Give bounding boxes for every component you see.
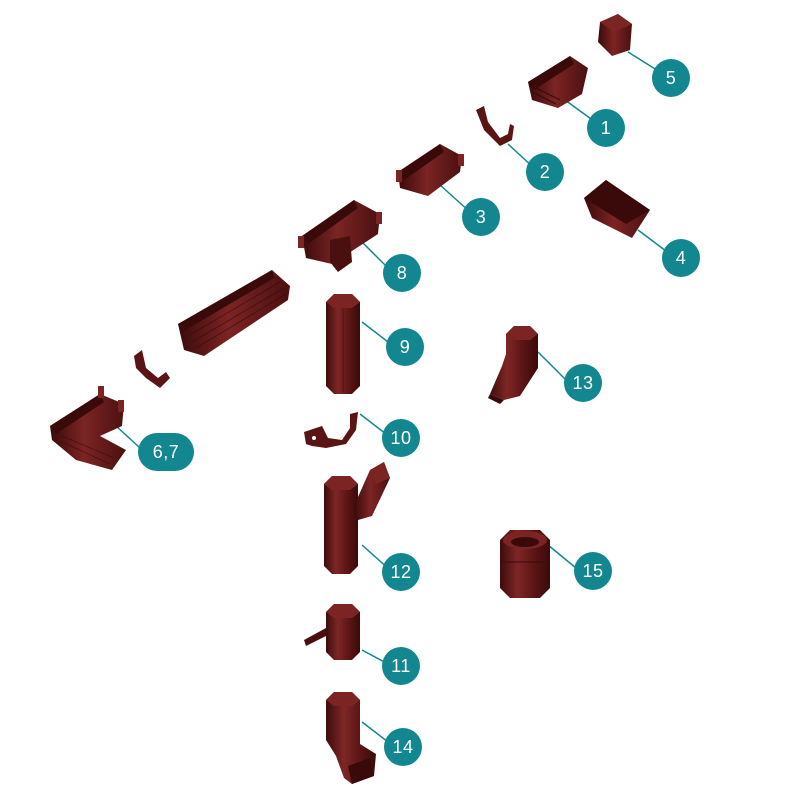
gutter-coupler-part [528,56,588,108]
leader-15 [547,544,577,569]
gutter-end-cap-part [584,180,650,238]
label-9: 9 [386,328,424,366]
label-13: 13 [564,364,602,402]
gutter-outlet-part [298,200,382,272]
pipe-elbow-part [488,326,538,404]
pipe-clip-part [304,604,360,660]
label-1: 1 [587,109,625,147]
leader-67 [114,424,141,449]
leader-13 [537,351,567,381]
label-4: 4 [662,239,700,277]
leader-8 [359,239,389,269]
label-14: 14 [384,728,422,766]
gutter-corner-part [50,386,126,470]
label-11: 11 [382,647,420,685]
leader-10 [359,413,387,435]
label-12: 12 [382,553,420,591]
label-5: 5 [652,59,690,97]
outlet-elbow-part [326,692,376,784]
pipe-clamp-part [304,412,358,448]
gutter-section-part [178,270,290,356]
downpipe-part [326,294,360,394]
label-6-7: 6,7 [138,433,194,471]
label-3: 3 [462,198,500,236]
gutter-connector-part [396,144,464,196]
label-2: 2 [526,153,564,191]
end-cap-part [598,14,632,56]
label-8: 8 [383,254,421,292]
label-10: 10 [382,419,420,457]
pipe-branch-part [324,462,390,574]
pipe-coupler-part [500,530,550,598]
gutter-bracket-part [476,106,514,146]
small-bracket-part [134,350,170,388]
label-15: 15 [574,552,612,590]
